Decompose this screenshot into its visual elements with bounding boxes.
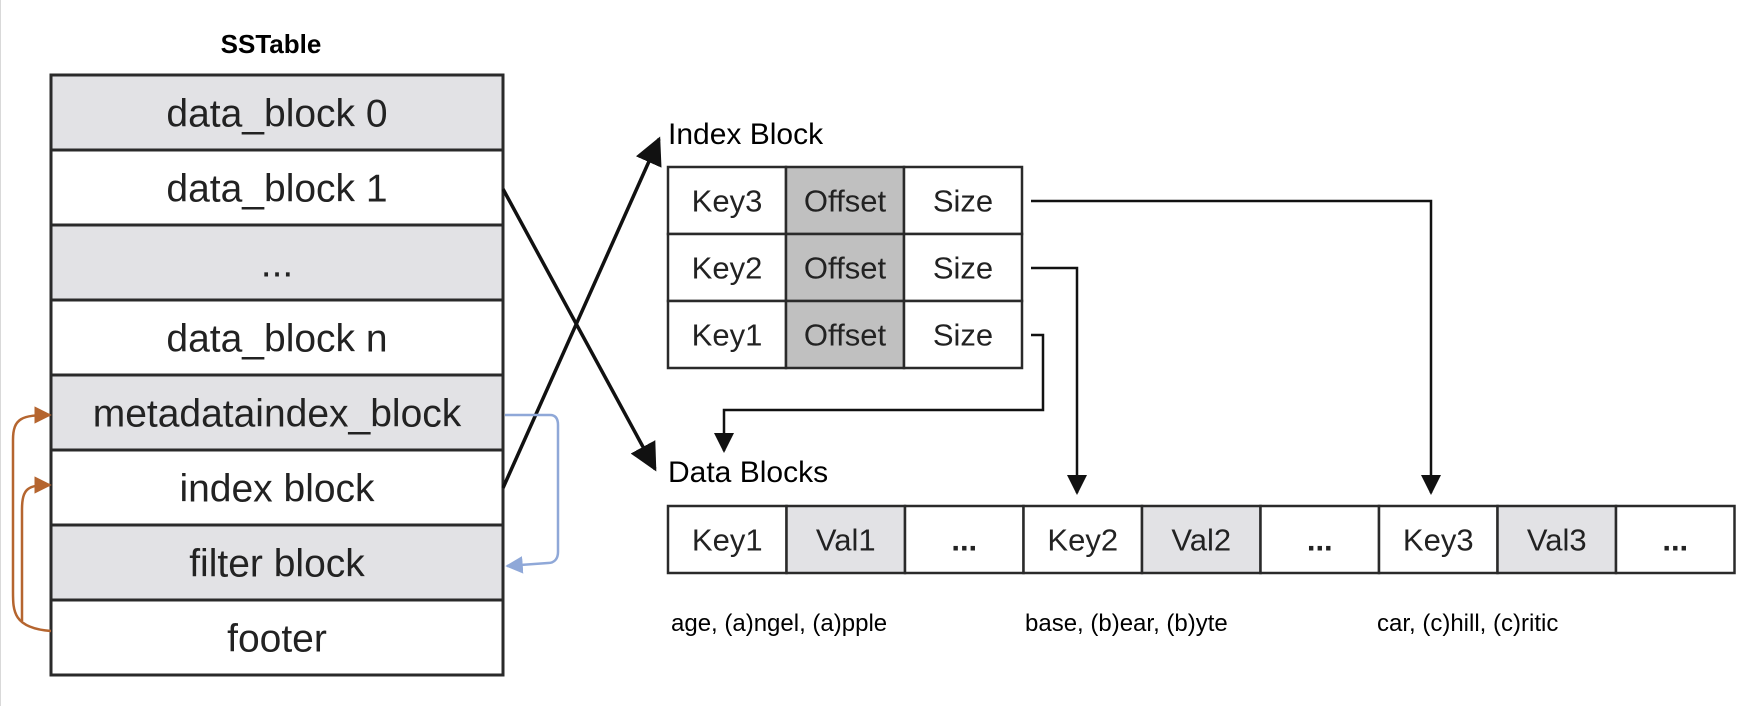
metadataindex-to-filter-arrow — [505, 413, 560, 574]
data-cell-1 — [785, 504, 907, 575]
index-cell-key — [666, 165, 788, 236]
index-cell-offset — [784, 232, 906, 303]
data-cell-text: ... — [1307, 523, 1333, 558]
data-cell-text: Val2 — [1171, 523, 1231, 558]
data-cell-8 — [1614, 504, 1736, 575]
key3-offset-arrow — [1031, 199, 1441, 495]
sstable-block-label: ... — [261, 243, 294, 286]
index-cell-offset-text: Offset — [804, 184, 887, 219]
index-cell-offset-text: Offset — [804, 318, 887, 353]
data-cell-text: Key2 — [1047, 523, 1118, 558]
data-cell-0 — [666, 504, 788, 575]
data-cell-5 — [1259, 504, 1381, 575]
index-cell-size — [902, 232, 1024, 303]
caption-b-keys: base, (b)ear, (b)yte — [1025, 610, 1228, 637]
index-cell-size — [902, 165, 1024, 236]
index-block-title: Index Block — [668, 118, 824, 151]
data-cell-text: Val1 — [816, 523, 876, 558]
data-cell-2 — [903, 504, 1025, 575]
caption-c-keys: car, (c)hill, (c)ritic — [1377, 610, 1558, 637]
data-cell-text: Key1 — [692, 523, 763, 558]
footer-to-index-arrow — [20, 476, 52, 621]
data-cell-text: ... — [951, 523, 977, 558]
data-cell-text: Key3 — [1403, 523, 1474, 558]
index-cell-key — [666, 299, 788, 370]
index-cell-size-text: Size — [933, 318, 993, 353]
index-cell-key-text: Key3 — [692, 184, 763, 219]
data-blocks-row: Key1 Val1... Key2 Val2... Key3 Val3... — [666, 504, 1736, 575]
key1-offset-arrow — [714, 333, 1045, 453]
index-cell-key-text: Key2 — [692, 251, 763, 286]
sstable-block-label: data_block n — [166, 318, 387, 361]
sstable-block-label: filter block — [189, 543, 365, 586]
index-cell-size-text: Size — [933, 251, 993, 286]
index-cell-size-text: Size — [933, 184, 993, 219]
sstable-title: SSTable — [221, 29, 322, 59]
sstable-block-2 — [49, 223, 505, 302]
sstable-block-label: index block — [179, 468, 375, 511]
caption-a-keys: age, (a)ngel, (a)pple — [671, 610, 887, 637]
sstable-block-label: footer — [227, 618, 327, 661]
left-edge-line — [0, 0, 1, 706]
sstable-block-1 — [49, 148, 505, 227]
sstable-block-label: data_block 0 — [166, 93, 387, 136]
data-blocks-title: Data Blocks — [668, 456, 828, 489]
data-cell-text: Val3 — [1527, 523, 1587, 558]
footer-to-metadataindex-arrow — [11, 406, 52, 633]
data-cell-text: ... — [1662, 523, 1688, 558]
data-cell-7 — [1496, 504, 1618, 575]
index-cell-offset-text: Offset — [804, 251, 887, 286]
sstable-block-label: data_block 1 — [166, 168, 387, 211]
index-block-to-index-block-arrow — [501, 136, 662, 489]
sstable-block-7 — [49, 598, 505, 677]
index-cell-size — [902, 299, 1024, 370]
sstable-stack: data_block 0 data_block 1... data_block n m… — [49, 73, 505, 677]
sstable-block-label: metadataindex_block — [93, 393, 462, 436]
index-cell-key-text: Key1 — [692, 318, 763, 353]
key2-offset-arrow — [1031, 266, 1087, 495]
data-cell-6 — [1377, 504, 1499, 575]
data-block-to-data-blocks-arrow — [501, 188, 657, 472]
